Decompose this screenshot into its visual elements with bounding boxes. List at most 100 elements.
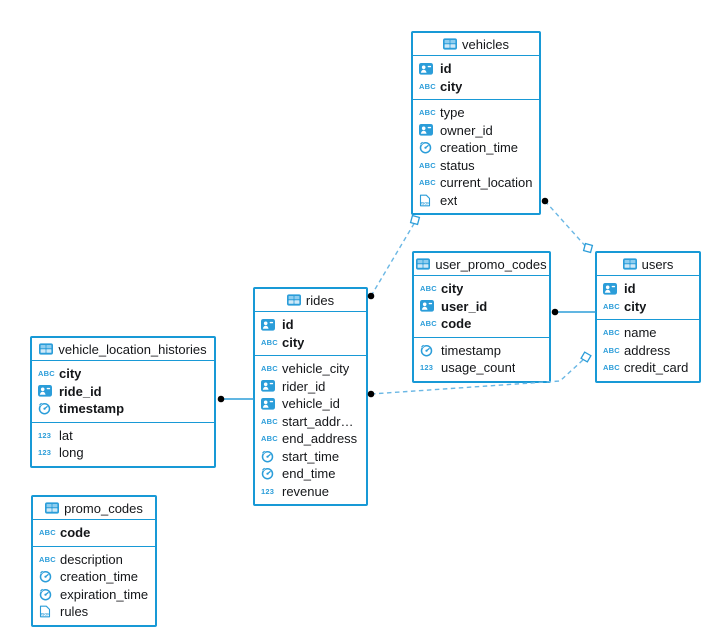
table-name: vehicle_location_histories [58,341,207,357]
table-icon [443,38,458,50]
relation-rides-to-vehicles[interactable] [370,221,416,297]
field-name: lat [59,427,73,443]
field-row-name[interactable]: ABC name [597,324,699,342]
field-name: description [60,551,123,567]
field-name: address [624,342,671,358]
table-header-promo_codes[interactable]: promo_codes [33,497,155,520]
uuid-icon [261,397,278,410]
field-row-creation_time[interactable]: creation_time [33,568,155,586]
uuid-icon [419,124,436,136]
field-row-vehicle_id[interactable]: vehicle_id [255,395,366,413]
field-name: status [440,157,475,173]
field-row-user_id[interactable]: user_id [414,298,549,316]
relation-vehicles-to-users[interactable] [544,200,589,250]
field-row-start_time[interactable]: start_time [255,448,366,466]
table-name: promo_codes [64,500,143,516]
field-row-id[interactable]: id [597,280,699,298]
table-header-vehicle_location_histories[interactable]: vehicle_location_histories [32,338,214,361]
field-row-timestamp[interactable]: timestamp [414,342,549,360]
field-row-end_time[interactable]: end_time [255,465,366,483]
field-row-owner_id[interactable]: owner_id [413,122,539,140]
field-row-city[interactable]: ABC city [413,78,539,96]
field-row-rider_id[interactable]: rider_id [255,378,366,396]
field-name: city [59,366,82,382]
table-icon [416,258,431,270]
field-row-id[interactable]: id [255,316,366,334]
field-name: end_address [282,431,358,447]
number-icon: 123 [261,486,275,496]
relation-rides-to-users[interactable] [370,358,585,395]
table-header-user_promo_codes[interactable]: user_promo_codes [414,253,549,276]
table-header-users[interactable]: users [597,253,699,276]
field-row-start_address[interactable]: ABC start_address [255,413,366,431]
field-name: city [440,78,463,94]
field-name: code [60,525,91,541]
text-icon: ABC [261,434,278,444]
table-header-vehicles[interactable]: vehicles [413,33,539,56]
time-icon [261,467,278,480]
field-name: revenue [282,483,329,499]
uuid-icon [420,300,437,312]
field-row-ride_id[interactable]: ride_id [32,383,214,401]
field-name: start_address [282,413,360,429]
field-row-creation_time[interactable]: creation_time [413,139,539,157]
text-icon: ABC [419,81,436,91]
time-icon [420,344,437,357]
field-name: timestamp [59,401,125,417]
field-name: rider_id [282,378,326,394]
text-icon: ABC [419,178,436,188]
text-icon: ABC [261,416,278,426]
table-icon [39,343,54,355]
field-row-expiration_time[interactable]: expiration_time [33,586,155,604]
field-name: ext [440,192,458,208]
field-row-city[interactable]: ABC city [32,365,214,383]
field-row-lat[interactable]: 123 lat [32,427,214,445]
field-row-timestamp[interactable]: timestamp [32,400,214,418]
field-row-end_address[interactable]: ABC end_address [255,430,366,448]
field-row-revenue[interactable]: 123 revenue [255,483,366,501]
number-icon: 123 [38,430,52,440]
field-name: id [282,317,294,333]
json-icon: JSON [39,605,56,618]
text-icon: ABC [603,328,620,338]
text-icon: ABC [603,363,620,373]
field-name: usage_count [441,360,516,376]
table-name: rides [305,292,335,308]
time-icon [39,588,56,601]
field-name: owner_id [440,122,493,138]
field-name: vehicle_city [282,361,350,377]
table-header-rides[interactable]: rides [255,289,366,312]
field-name: name [624,325,657,341]
text-icon: ABC [38,369,55,379]
field-row-id[interactable]: id [413,60,539,78]
